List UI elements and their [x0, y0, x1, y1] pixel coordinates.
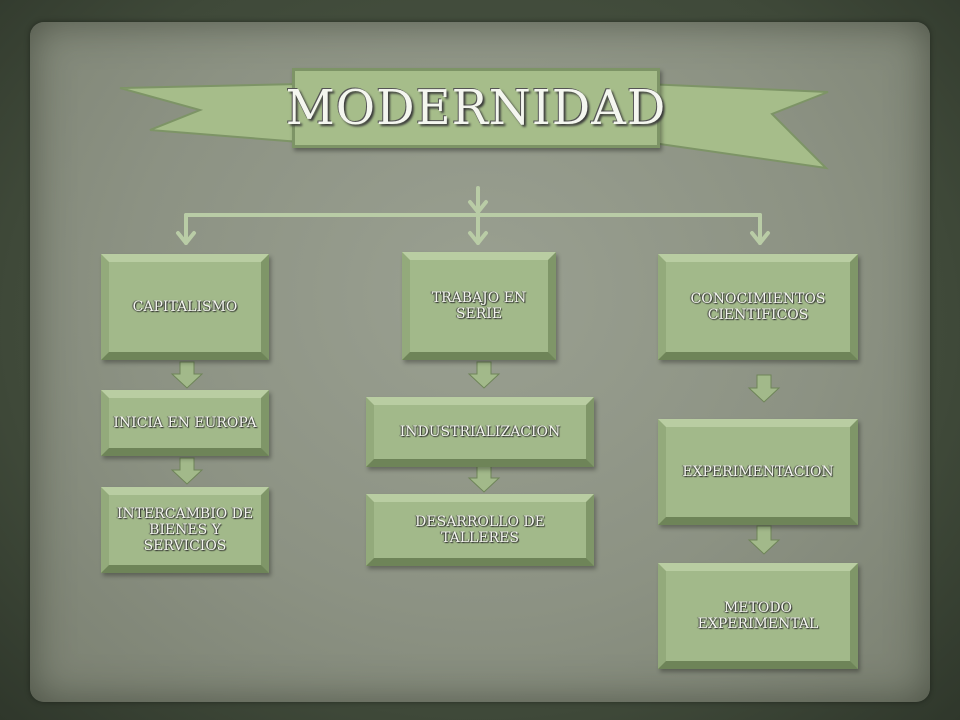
- block-arrow: [467, 361, 501, 389]
- node-industrializacion: INDUSTRIALIZACION: [366, 397, 594, 467]
- block-arrow: [747, 525, 781, 555]
- node-experimentacion: EXPERIMENTACION: [658, 419, 858, 525]
- node-label: EXPERIMENTACION: [682, 463, 834, 480]
- node-label: METODO EXPERIMENTAL: [697, 599, 819, 632]
- arrowhead-main: [468, 200, 488, 214]
- node-label: INTERCAMBIO DE BIENES Y SERVICIOS: [116, 505, 254, 555]
- node-conocimientos-cientificos: CONOCIMIENTOS CIENTIFICOS: [658, 254, 858, 360]
- arrowhead-right: [750, 231, 770, 245]
- title-text: MODERNIDAD: [285, 80, 667, 136]
- arrowhead-left: [176, 231, 196, 245]
- node-label: TRABAJO EN SERIE: [431, 289, 527, 322]
- node-label: DESARROLLO DE TALLERES: [415, 513, 545, 546]
- node-label: INDUSTRIALIZACION: [399, 423, 561, 440]
- node-trabajo-en-serie: TRABAJO EN SERIE: [402, 252, 556, 360]
- node-metodo-experimental: METODO EXPERIMENTAL: [658, 563, 858, 669]
- arrowhead-center: [468, 231, 488, 245]
- node-label: CONOCIMIENTOS CIENTIFICOS: [690, 290, 826, 323]
- node-capitalismo: CAPITALISMO: [101, 254, 269, 360]
- node-inicia-en-europa: INICIA EN EUROPA: [101, 390, 269, 456]
- node-intercambio: INTERCAMBIO DE BIENES Y SERVICIOS: [101, 487, 269, 573]
- node-label: INICIA EN EUROPA: [113, 414, 257, 431]
- block-arrow: [747, 374, 781, 403]
- ribbon-left-tail: [119, 82, 301, 144]
- ribbon-right-tail: [645, 82, 829, 170]
- title-banner: MODERNIDAD: [286, 68, 665, 148]
- node-label: CAPITALISMO: [132, 298, 238, 315]
- block-arrow: [170, 361, 204, 389]
- block-arrow: [170, 457, 204, 485]
- node-desarrollo-de-talleres: DESARROLLO DE TALLERES: [366, 494, 594, 566]
- block-arrow: [467, 465, 501, 493]
